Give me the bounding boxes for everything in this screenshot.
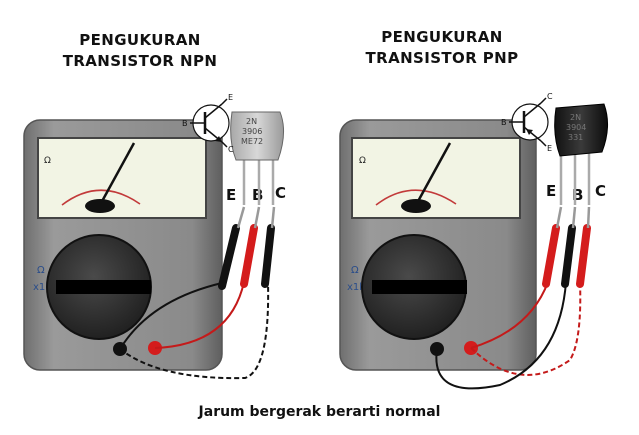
left-meter-face xyxy=(37,137,207,219)
right-tr-mark3: 331 xyxy=(568,133,583,142)
right-symbol-pin-b: B xyxy=(501,118,507,127)
left-range-label: x1k xyxy=(33,282,51,293)
right-symbol-pin-e: E xyxy=(547,144,552,153)
right-lead-label-b: B xyxy=(572,186,583,204)
right-meter-face xyxy=(351,137,521,219)
left-meter-needle xyxy=(98,142,136,206)
left-scale-arc xyxy=(61,189,141,206)
right-lead-label-c: C xyxy=(595,182,606,200)
left-tr-mark1: 2N xyxy=(246,117,257,126)
caption: Jarum bergerak berarti normal xyxy=(198,404,441,420)
left-lead-label-b: B xyxy=(252,186,263,204)
title-pnp-line1: PENGUKURAN xyxy=(381,28,503,46)
title-pnp: PENGUKURAN TRANSISTOR PNP xyxy=(346,27,538,69)
left-lead-label-c: C xyxy=(275,184,286,202)
left-symbol-pin-b: B xyxy=(182,119,188,128)
left-lead-wire xyxy=(119,282,223,350)
title-npn-line1: PENGUKURAN xyxy=(79,31,201,49)
right-probes xyxy=(542,206,591,288)
title-npn-line2: TRANSISTOR NPN xyxy=(62,52,218,70)
left-npn-symbol: B E C xyxy=(182,93,234,154)
left-lead-label-e: E xyxy=(226,186,236,204)
right-knob-pointer xyxy=(372,280,467,294)
title-npn: PENGUKURAN TRANSISTOR NPN xyxy=(44,30,236,72)
left-multimeter: Ω Ω x1k E B C 2N xyxy=(23,93,286,380)
right-meter-needle xyxy=(414,142,452,206)
right-scale-arc xyxy=(375,189,457,206)
left-ohm-symbol: Ω xyxy=(44,156,51,166)
right-symbol-pin-c: C xyxy=(547,92,553,101)
right-red-lead-wire xyxy=(470,281,549,349)
right-range-label: x1k xyxy=(347,282,365,293)
left-tr-mark2: 3906 xyxy=(242,127,262,136)
right-multimeter: Ω Ω x1k E B C 2N 3904 331 xyxy=(339,92,608,390)
left-probes xyxy=(218,206,276,290)
left-tr-mark3: ME72 xyxy=(241,137,263,146)
right-tr-mark1: 2N xyxy=(570,113,581,122)
right-red-probe-wire xyxy=(470,281,582,376)
left-range-ohm: Ω xyxy=(37,265,45,276)
right-lead-label-e: E xyxy=(546,182,556,200)
left-needle-pivot xyxy=(85,199,115,213)
right-transistor: 2N 3904 331 xyxy=(554,103,608,157)
left-transistor: 2N 3906 ME72 xyxy=(230,111,284,161)
right-pnp-symbol: B C E xyxy=(501,92,553,153)
left-symbol-pin-c: C xyxy=(228,145,234,154)
left-knob-pointer xyxy=(56,280,151,294)
left-symbol-pin-e: E xyxy=(228,93,233,102)
left-red-probe-wire xyxy=(154,281,245,349)
right-black-probe-wire xyxy=(435,281,567,390)
left-black-probe-wire xyxy=(119,281,270,380)
title-pnp-line2: TRANSISTOR PNP xyxy=(365,49,519,67)
right-ohm-symbol: Ω xyxy=(359,156,366,166)
right-tr-mark2: 3904 xyxy=(566,123,586,132)
right-range-ohm: Ω xyxy=(351,265,359,276)
right-needle-pivot xyxy=(401,199,431,213)
